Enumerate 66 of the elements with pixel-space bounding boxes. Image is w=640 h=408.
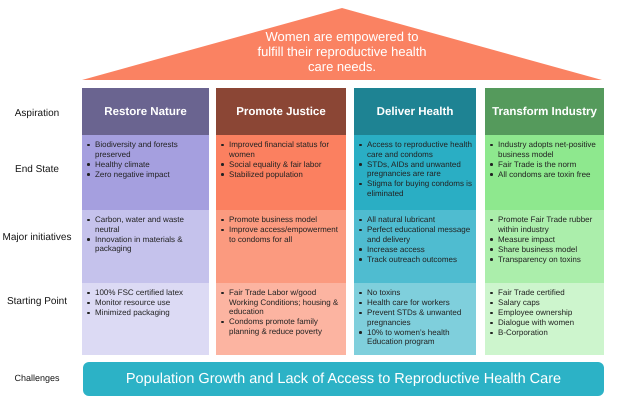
bullet-item: Improve access/empowerment to condoms for all <box>229 225 338 244</box>
pillar-header <box>82 88 209 135</box>
pillar-cell <box>354 210 476 283</box>
bullet-item: Dialogue with women <box>498 318 574 328</box>
bullet-item: No toxins <box>367 288 400 297</box>
challenge-banner <box>83 362 604 396</box>
bullet-item: Stabilized population <box>229 170 303 179</box>
goal-text: Women are empowered to fulfill their reproductive health care needs. <box>257 29 427 74</box>
pillar-cell <box>82 283 209 355</box>
bullet-item: 10% to women’s health Education program <box>367 328 450 346</box>
row-label: Starting Point <box>6 296 68 308</box>
bullet-item: Increase access <box>367 244 425 254</box>
bullet-item: Stigma for buying condoms is eliminated <box>367 179 472 198</box>
bullet-item: Fair Trade is the norm <box>498 160 576 169</box>
pillar-title: Promote Justice <box>236 106 326 118</box>
pillar-cell <box>485 135 604 210</box>
bullet-item: Fair Trade Labor w/good Working Conditions; housing & education <box>229 288 338 316</box>
bullet-item: Measure impact <box>498 234 555 244</box>
bullet-item: Share business model <box>498 244 578 254</box>
bullet-item: Innovation in materials & packaging <box>95 234 183 254</box>
bullet-item: STDs, AIDs and unwanted pregnancies are rare <box>367 160 461 178</box>
pillar-cell <box>216 135 346 210</box>
bullet-item: B-Corporation <box>498 328 548 338</box>
pillar-cell <box>216 210 346 283</box>
bullet-item: Zero negative impact <box>95 170 170 179</box>
row-label: Challenges <box>13 372 61 384</box>
pillar-cell <box>354 135 476 210</box>
bullet-item: Promote Fair Trade rubber within industry <box>498 215 592 234</box>
bullet-item: Health care for workers <box>367 298 450 308</box>
pillar-title: Restore Nature <box>104 106 187 118</box>
row-label: End State <box>14 164 60 176</box>
bullet-item: 100% FSC certified latex <box>95 288 184 297</box>
bullet-item: Salary caps <box>498 298 540 308</box>
bullet-item: Employee ownership <box>498 308 572 318</box>
pillar-cell <box>82 210 209 283</box>
pillar-cell <box>485 210 604 283</box>
row-label: Major initiatives <box>2 232 72 244</box>
challenge-text: Population Growth and Lack of Access to Reproductive Health Care <box>126 371 562 387</box>
bullet-item: Biodiversity and forests preserved <box>95 140 178 159</box>
bullet-item: Track outreach outcomes <box>367 254 457 264</box>
pillar-header <box>216 88 346 135</box>
row-label: Aspiration <box>14 108 60 120</box>
bullet-item: All natural lubricant <box>367 215 436 224</box>
pillar-cell <box>354 283 476 355</box>
bullet-item: Access to reproductive health care and condoms <box>367 140 472 159</box>
pillar-title: Transform Industry <box>492 106 597 118</box>
pillar-cell <box>216 283 346 355</box>
bullet-item: Minimized packaging <box>95 308 170 318</box>
bullet-item: Industry adopts net-positive business model <box>498 140 596 159</box>
pillar-cell <box>82 135 209 210</box>
pillar-title: Deliver Health <box>376 106 454 118</box>
bullet-item: Social equality & fair labor <box>229 160 322 169</box>
bullet-item: Perfect educational message and delivery <box>367 225 470 244</box>
bullet-item: Healthy climate <box>95 160 150 169</box>
pillar-header <box>485 88 604 135</box>
pillar-cell <box>485 283 604 355</box>
bullet-item: Carbon, water and waste neutral <box>95 215 184 234</box>
bullet-item: Improved financial status for women <box>229 140 330 159</box>
bullet-item: Promote business model <box>229 215 318 224</box>
bullet-item: Transparency on toxins <box>498 254 581 264</box>
pillar-header <box>354 88 476 135</box>
bullet-item: Prevent STDs & unwanted pregnancies <box>367 308 462 327</box>
bullet-item: Monitor resource use <box>95 298 170 308</box>
bullet-item: Condoms promote family planning & reduce poverty <box>229 317 322 336</box>
bullet-item: Fair Trade certified <box>498 288 565 297</box>
bullet-item: All condoms are toxin free <box>498 170 590 179</box>
